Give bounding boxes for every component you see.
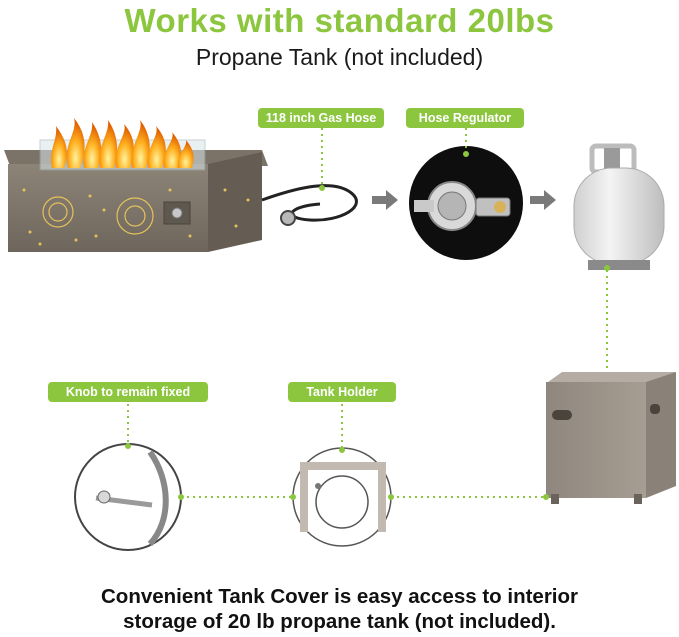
sunflower-decoration bbox=[42, 196, 154, 235]
footer-line-1: Convenient Tank Cover is easy access to … bbox=[101, 585, 578, 608]
knob-label: Knob to remain fixed bbox=[48, 382, 208, 402]
propane-tank bbox=[573, 143, 665, 270]
regulator-label: Hose Regulator bbox=[406, 108, 524, 128]
fire-pit-table bbox=[4, 118, 268, 252]
gas-hose bbox=[261, 184, 358, 226]
tank-holder-label: Tank Holder bbox=[288, 382, 396, 402]
knob-detail-image bbox=[74, 443, 182, 551]
footer-line-2: storage of 20 lb propane tank (not inclu… bbox=[123, 610, 556, 633]
subhead: Propane Tank (not included) bbox=[195, 44, 484, 70]
connector-dots bbox=[125, 151, 610, 500]
tank-cover-box bbox=[546, 372, 676, 504]
flames bbox=[51, 118, 194, 168]
tank-holder-image bbox=[292, 447, 392, 547]
footer-caption: Convenient Tank Cover is easy access to … bbox=[0, 584, 679, 634]
right-arrow-icon bbox=[372, 190, 398, 210]
gas-hose-label: 118 inch Gas Hose bbox=[258, 108, 384, 128]
hose-regulator-image bbox=[409, 146, 523, 260]
right-arrow-icon bbox=[530, 190, 556, 210]
callout-connectors bbox=[127, 128, 608, 498]
headline: Works with standard 20lbs bbox=[124, 2, 555, 39]
